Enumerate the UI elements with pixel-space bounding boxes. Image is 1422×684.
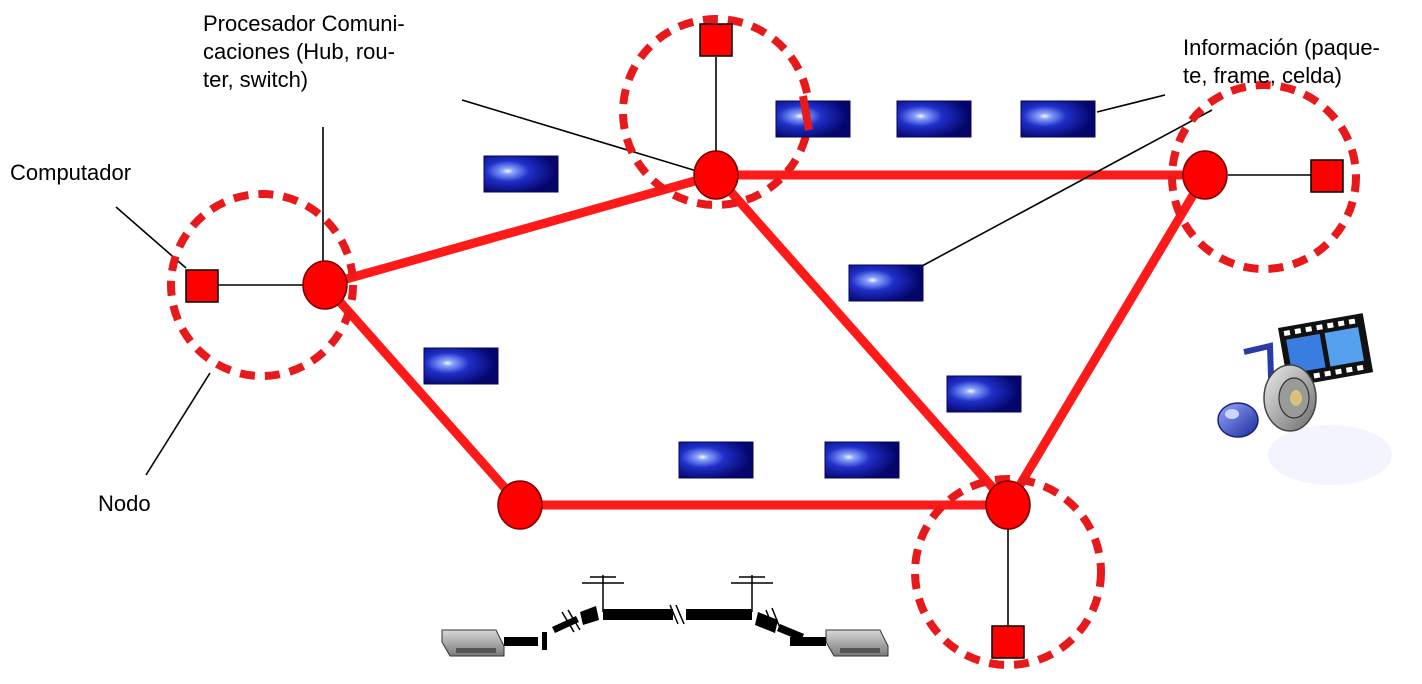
computer-left <box>185 269 219 303</box>
node-highlight-top-overlap <box>799 95 813 131</box>
processor-bottom-right <box>985 480 1031 530</box>
packets <box>423 100 1096 479</box>
modem-link-icon <box>441 575 889 657</box>
processor-label: Procesador Comuni- caciones (Hub, rou- t… <box>203 10 405 94</box>
leader-info-top <box>1096 94 1166 113</box>
modem-left-icon <box>441 629 505 657</box>
packet-icon <box>423 347 499 385</box>
processor-label-line-1: Procesador Comuni- <box>203 11 405 36</box>
link-left-bottomleft <box>320 280 525 510</box>
computer-right <box>1310 159 1344 193</box>
network-links <box>320 170 1210 510</box>
processor-right <box>1182 150 1228 200</box>
processor-bottom-left <box>497 480 543 530</box>
link-top-bottomright <box>711 170 1013 510</box>
information-label-line-1: Información (paque- <box>1183 35 1380 60</box>
processors <box>302 150 1228 530</box>
information-label-line-2: te, frame, celda) <box>1183 63 1342 88</box>
processor-top <box>693 150 739 200</box>
processor-label-line-3: ter, switch) <box>203 67 309 92</box>
packet-icon <box>896 100 972 138</box>
modem-right-icon <box>825 629 889 657</box>
computer-bottom <box>991 625 1025 659</box>
packet-icon <box>678 441 754 479</box>
information-label: Información (paque- te, frame, celda) <box>1183 34 1380 90</box>
packet-icon <box>1020 100 1096 138</box>
leader-info-long <box>921 109 1213 267</box>
processor-left <box>302 260 348 310</box>
link-left-top <box>320 170 721 290</box>
node-label: Nodo <box>98 491 151 516</box>
packet-icon <box>775 100 851 138</box>
packet-icon <box>946 375 1022 413</box>
processor-label-line-2: caciones (Hub, rou- <box>203 39 395 64</box>
computer-top <box>699 23 733 57</box>
link-right-bottomright <box>1003 170 1210 510</box>
packet-icon <box>483 155 559 193</box>
leader-node <box>145 372 211 476</box>
packet-icon <box>824 441 900 479</box>
computer-label: Computador <box>10 160 132 185</box>
node-highlight-bottom <box>911 475 1105 669</box>
leader-processor-diagonal <box>461 99 701 173</box>
packet-icon <box>848 264 924 302</box>
leader-lines <box>115 57 1311 625</box>
computers <box>185 23 1344 659</box>
multimedia-icon <box>1217 313 1392 485</box>
node-highlight-left <box>167 190 357 380</box>
node-highlights <box>167 15 1360 669</box>
node-highlight-right <box>1168 81 1360 273</box>
